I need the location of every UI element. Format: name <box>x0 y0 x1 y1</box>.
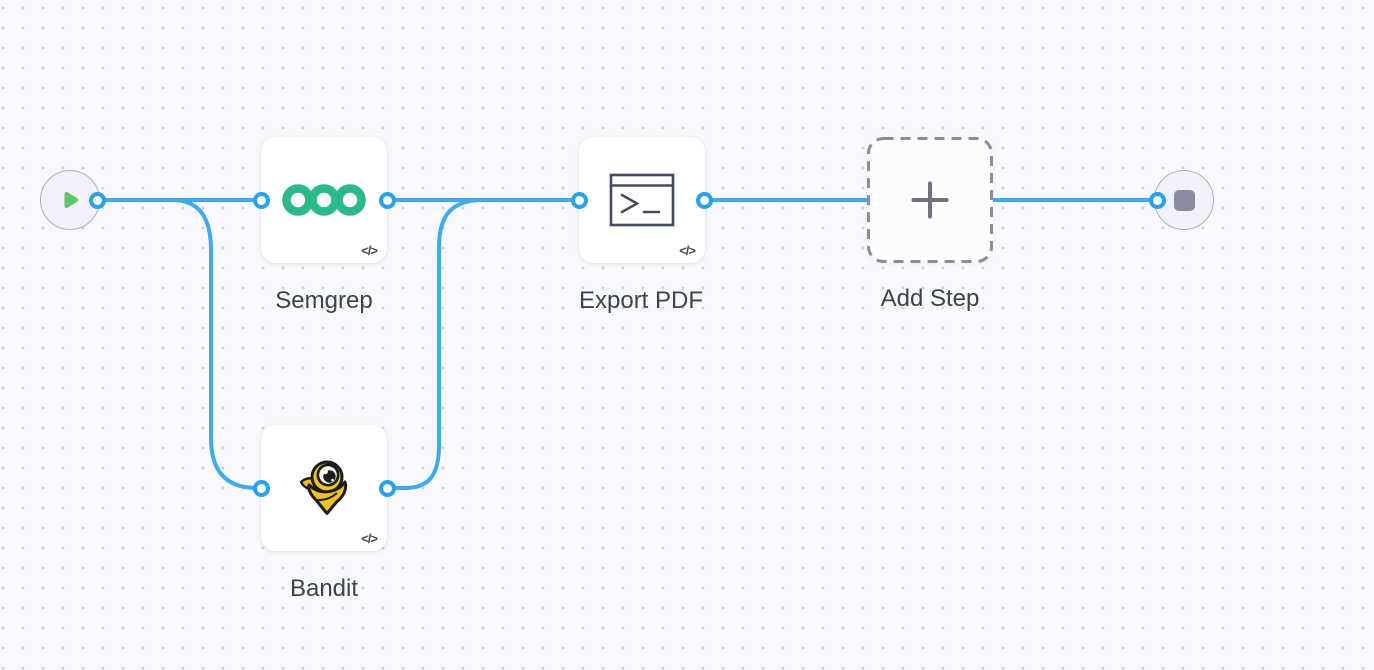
port-bandit-input[interactable] <box>252 479 270 497</box>
bandit-logo-icon <box>299 460 348 515</box>
port-bandit-output[interactable] <box>378 479 396 497</box>
port-end-input[interactable] <box>1148 191 1166 209</box>
add-step-button[interactable] <box>867 137 993 263</box>
code-chip-icon: </> <box>361 243 378 258</box>
edge-bandit-export[interactable] <box>385 198 502 490</box>
terminal-icon <box>609 173 675 227</box>
node-label-add-step: Add Step <box>880 285 980 312</box>
semgrep-logo-icon <box>282 184 366 216</box>
port-semgrep-output[interactable] <box>378 191 396 209</box>
port-export-pdf-input[interactable] <box>570 191 588 209</box>
edge-start-bandit[interactable] <box>148 198 263 490</box>
dashed-border <box>867 137 993 263</box>
plus-icon <box>911 181 949 219</box>
node-label-bandit: Bandit <box>289 575 359 602</box>
node-export-pdf[interactable]: </> <box>579 137 705 263</box>
port-semgrep-input[interactable] <box>252 191 270 209</box>
node-semgrep[interactable]: </> <box>261 137 387 263</box>
code-chip-icon: </> <box>361 531 378 546</box>
code-chip-icon: </> <box>679 243 696 258</box>
port-start-output[interactable] <box>88 191 106 209</box>
play-icon <box>64 192 78 208</box>
node-label-semgrep: Semgrep <box>275 287 373 314</box>
port-export-pdf-output[interactable] <box>695 191 713 209</box>
node-bandit[interactable]: </> <box>261 425 387 551</box>
stop-icon <box>1173 189 1195 211</box>
node-label-export-pdf: Export PDF <box>578 287 704 314</box>
